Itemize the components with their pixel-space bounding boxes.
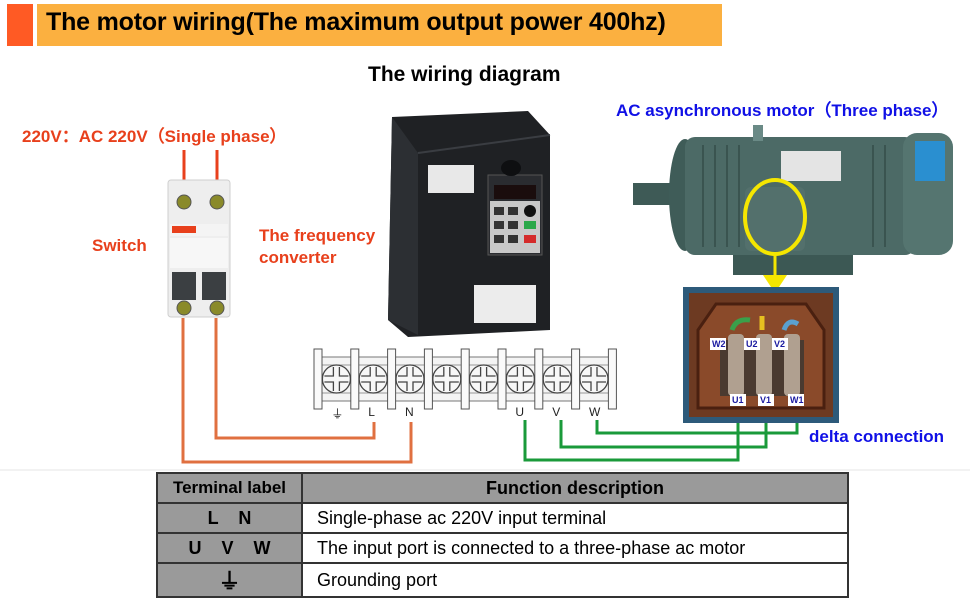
terminal-label-ground: ⏚	[331, 407, 344, 421]
motor-shaft	[633, 183, 678, 205]
function-description-cell: Single-phase ac 220V input terminal	[301, 502, 849, 534]
ground-symbol-cell: ⏚	[156, 562, 303, 598]
terminal-W2: W2	[712, 339, 726, 349]
table-row: ⏚ Grounding port	[156, 562, 849, 598]
screw-cross	[398, 367, 422, 391]
switch-label: Switch	[92, 236, 147, 255]
terminal-U1: U1	[732, 395, 744, 405]
header-function-description: Function description	[301, 472, 849, 504]
terminal-label-L: L	[368, 405, 375, 419]
header-terminal-label: Terminal label	[156, 472, 303, 504]
wire-V-to-V1	[559, 395, 768, 449]
terminal-box-drawing: W2 U2 V2 U1 V1 W1	[683, 287, 839, 423]
terminal-label-N: N	[405, 405, 414, 419]
terminal-label-W: W	[589, 405, 601, 419]
terminal-strip-drawing	[313, 348, 617, 410]
terminal-screw	[432, 364, 462, 394]
motor-terminal-cover	[745, 187, 805, 251]
screw-cross	[434, 367, 459, 391]
motor-label: AC asynchronous motor（Three phase）	[616, 101, 949, 120]
function-description-cell: The input port is connected to a three-p…	[301, 532, 849, 564]
inverter-display	[494, 185, 536, 199]
terminal-screw	[505, 364, 536, 394]
terminal-bar-1	[728, 334, 744, 396]
screw-cross	[508, 367, 533, 391]
terminal-label-cell: U V W	[156, 532, 303, 564]
screw-cross	[582, 367, 606, 391]
breaker-toggle-left	[172, 272, 196, 300]
strip-separator	[497, 348, 507, 410]
terminal-V1: V1	[760, 395, 771, 405]
screw-cross	[545, 367, 570, 391]
header-bar	[37, 4, 722, 46]
breaker-screw-bottom-right	[209, 300, 225, 316]
breaker-screw-top-right	[209, 194, 225, 210]
screw-cross	[361, 367, 386, 391]
breaker-screw-bottom-left	[176, 300, 192, 316]
table-row: U V W The input port is connected to a t…	[156, 532, 849, 564]
table-header-row: Terminal label Function description	[156, 472, 849, 504]
screw-cross	[471, 367, 496, 391]
motor-terminal-box: W2 U2 V2 U1 V1 W1	[683, 287, 839, 423]
terminal-label-cell: L N	[156, 502, 303, 534]
terminal-screw	[395, 364, 425, 394]
strip-separator	[350, 348, 360, 410]
screw-cross	[324, 367, 349, 391]
breaker-drawing	[167, 179, 231, 318]
terminal-strip	[312, 345, 622, 417]
strip-separator	[607, 348, 617, 410]
ac-motor	[633, 115, 963, 293]
frequency-converter	[378, 105, 553, 340]
function-description-cell: Grounding port	[301, 562, 849, 598]
wire-U-to-U1	[523, 395, 740, 462]
power-source-label: 220V：AC 220V（Single phase）	[22, 127, 287, 146]
terminal-screw	[542, 364, 572, 394]
strip-separator	[423, 348, 433, 410]
terminal-screw	[358, 364, 388, 394]
inverter-label-sticker	[428, 165, 474, 193]
page-title: The motor wiring(The maximum output powe…	[46, 8, 666, 36]
breaker-toggle-right	[202, 272, 226, 300]
strip-separator	[534, 348, 544, 410]
inverter-warning-sticker	[474, 285, 536, 323]
terminal-screw	[468, 364, 499, 394]
wire-to-N	[181, 318, 413, 464]
strip-separator	[571, 348, 581, 410]
converter-label: The frequency converter	[259, 225, 375, 269]
terminal-U2: U2	[746, 339, 758, 349]
wire-to-L	[214, 318, 376, 440]
motor-nameplate	[781, 151, 841, 181]
strip-separator	[313, 348, 323, 410]
inverter-drawing	[388, 111, 551, 337]
terminal-label-V: V	[552, 405, 561, 419]
terminal-W1: W1	[790, 395, 804, 405]
terminal-screw	[579, 364, 609, 394]
strip-separator	[460, 348, 470, 410]
terminal-screw	[321, 364, 352, 394]
converter-label-line1: The frequency	[259, 226, 376, 245]
strip-separator	[387, 348, 397, 410]
converter-label-line2: converter	[259, 248, 337, 267]
terminal-function-table: Terminal label Function description L N …	[156, 472, 849, 598]
breaker-screw-top-left	[176, 194, 192, 210]
motor-drawing	[633, 125, 953, 293]
table-row: L N Single-phase ac 220V input terminal	[156, 502, 849, 534]
header-accent-mark	[7, 4, 33, 46]
terminal-V2: V2	[774, 339, 785, 349]
terminal-label-U: U	[515, 405, 525, 419]
inverter-knob	[524, 205, 536, 217]
circuit-breaker	[166, 179, 232, 318]
highlight-arrow	[763, 275, 787, 293]
diagram-title: The wiring diagram	[368, 63, 561, 86]
delta-connection-label: delta connection	[809, 427, 945, 446]
